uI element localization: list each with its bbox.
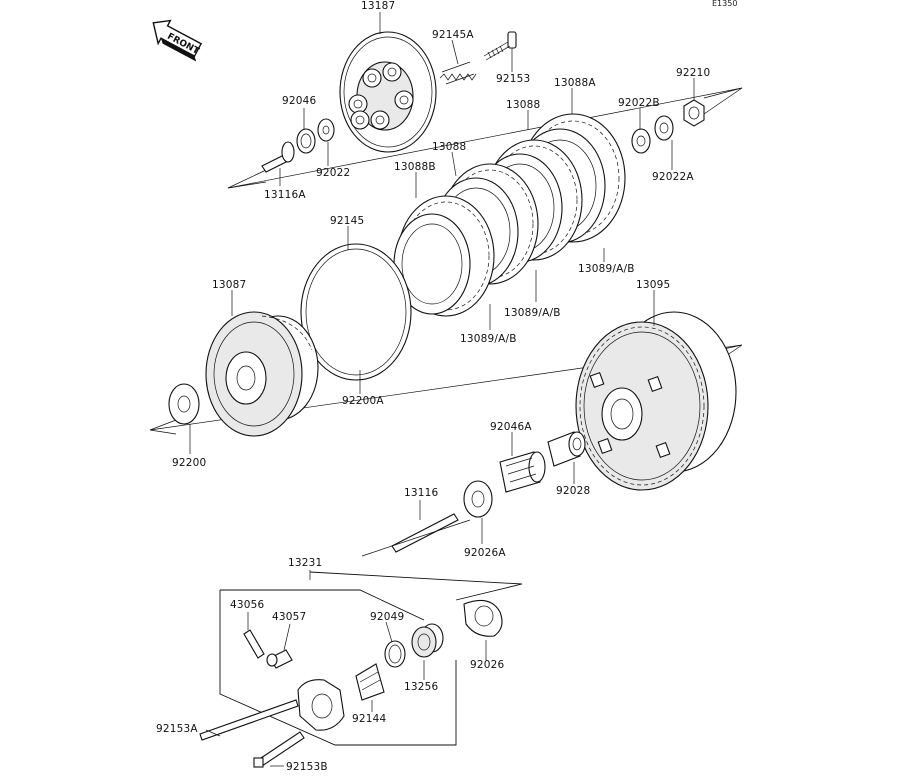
needle-bearing-92046A — [499, 451, 546, 493]
label-92145A: 92145A — [432, 29, 474, 41]
label-92026A: 92026A — [464, 547, 506, 559]
oring-92049 — [384, 640, 406, 668]
label-13089-right: 13089/A/B — [578, 263, 635, 275]
label-13095: 13095 — [636, 279, 670, 291]
pushrod-13116 — [391, 513, 459, 553]
label-13116A: 13116A — [264, 189, 306, 201]
label-92022A: 92022A — [652, 171, 694, 183]
front-arrow-icon: FRONT — [152, 19, 203, 62]
label-92046A: 92046A — [490, 421, 532, 433]
cap-43057 — [266, 649, 293, 669]
label-13087: 13087 — [212, 279, 246, 291]
label-92144: 92144 — [352, 713, 387, 725]
label-92200A: 92200A — [342, 395, 384, 407]
friction-plates-13088 — [393, 113, 626, 317]
bolt-92153 — [483, 31, 517, 61]
pressure-plate-13187 — [339, 31, 437, 153]
label-13088A: 13088A — [554, 77, 596, 89]
sleeve-92028 — [547, 431, 586, 467]
axis-line-top — [227, 87, 743, 189]
label-92153: 92153 — [496, 73, 530, 85]
label-92200: 92200 — [172, 457, 206, 469]
label-13187: 13187 — [361, 0, 395, 12]
label-43057: 43057 — [272, 611, 306, 623]
label-92022: 92022 — [316, 167, 350, 179]
label-13088B: 13088B — [394, 161, 436, 173]
label-13089-left: 13089/A/B — [460, 333, 517, 345]
clutch-housing-13095 — [575, 311, 737, 491]
spring-92145A — [439, 61, 477, 85]
clutch-hub-13087 — [205, 311, 319, 437]
label-13088-mid: 13088 — [432, 141, 466, 153]
bleeder-43056 — [243, 629, 265, 659]
label-92046: 92046 — [282, 95, 317, 107]
label-92028: 92028 — [556, 485, 590, 497]
label-13231: 13231 — [288, 557, 322, 569]
label-92145: 92145 — [330, 215, 364, 227]
part-labels: 13187 92145A 92153 13088A 92210 92046 13… — [156, 0, 710, 773]
label-92022B: 92022B — [618, 97, 660, 109]
nut-92210 — [683, 99, 705, 127]
label-92210: 92210 — [676, 67, 710, 79]
wire-ring-92145 — [300, 243, 412, 381]
pushrod-13116A — [261, 141, 295, 173]
bolt-92153A — [199, 699, 299, 741]
slave-cylinder-body — [297, 679, 345, 731]
label-43056: 43056 — [230, 599, 265, 611]
slave-cylinder-box-13231 — [219, 571, 523, 746]
label-92153B: 92153B — [286, 761, 328, 773]
label-13088-top: 13088 — [506, 99, 540, 111]
leader-lines — [189, 12, 695, 767]
label-13116: 13116 — [404, 487, 439, 499]
washer-92200 — [168, 383, 200, 425]
label-13256: 13256 — [404, 681, 439, 693]
washer-92022 — [317, 118, 335, 142]
washer-92026A — [463, 480, 493, 518]
washer-92022B — [631, 128, 651, 154]
bearing-92046 — [296, 128, 316, 154]
seal-13256 — [411, 623, 444, 658]
bolt-92153B — [253, 731, 305, 768]
label-13089-mid: 13089/A/B — [504, 307, 561, 319]
label-92153A: 92153A — [156, 723, 198, 735]
diagram-code: E1350 — [712, 0, 737, 8]
label-92049: 92049 — [370, 611, 404, 623]
washer-92022A — [654, 115, 674, 141]
label-92026: 92026 — [470, 659, 505, 671]
gasket-92026 — [463, 599, 503, 637]
boot-92144 — [355, 663, 385, 701]
